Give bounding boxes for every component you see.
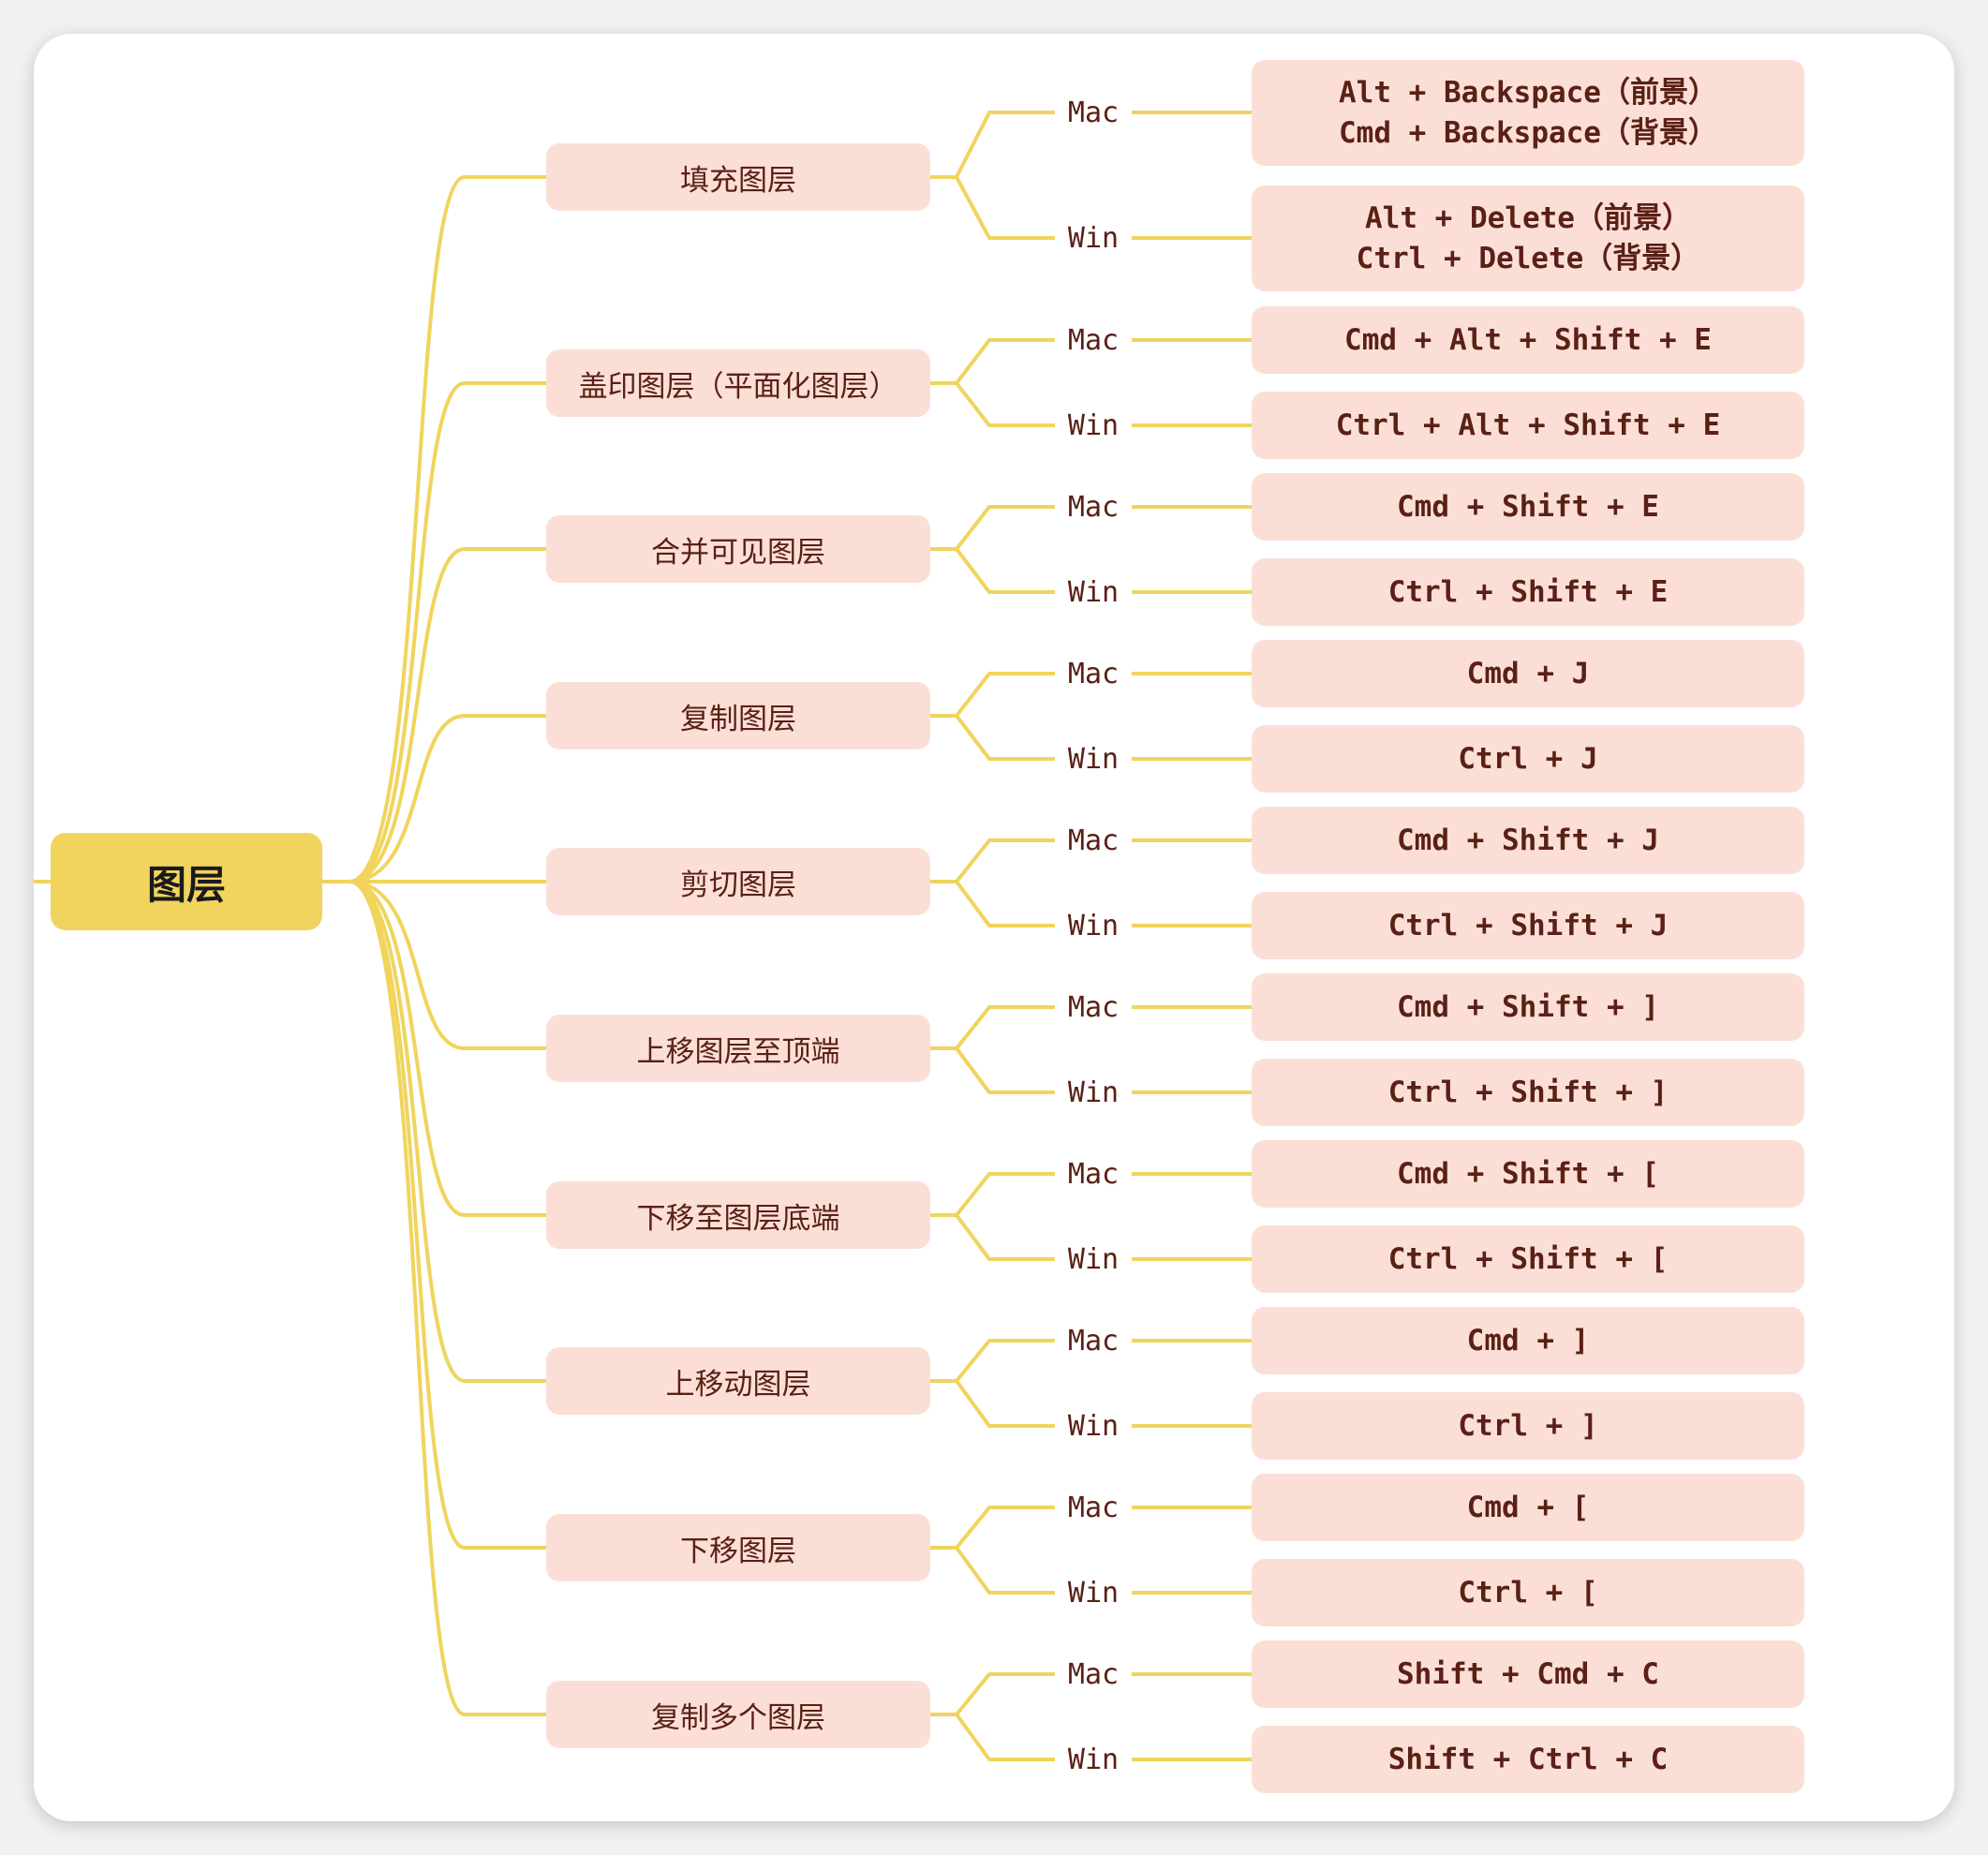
action-node-bring-to-front[interactable]: 上移图层至顶端	[546, 1015, 930, 1082]
action-node-merge-visible[interactable]: 合并可见图层	[546, 515, 930, 583]
os-label-mac: Mac	[1057, 1155, 1130, 1193]
shortcut-node-win[interactable]: Ctrl + Alt + Shift + E	[1252, 392, 1804, 459]
shortcut-node-win[interactable]: Ctrl + Shift + J	[1252, 892, 1804, 959]
shortcut-node-win[interactable]: Ctrl + Shift + E	[1252, 558, 1804, 626]
connector-line	[955, 1713, 1055, 1761]
connector-line	[349, 880, 546, 1716]
os-label-win: Win	[1057, 907, 1130, 944]
os-label-win: Win	[1057, 1407, 1130, 1445]
os-label-mac: Mac	[1057, 822, 1130, 859]
shortcut-node-mac[interactable]: Cmd + ]	[1252, 1307, 1804, 1374]
connector-line	[955, 111, 1055, 178]
connector-line	[955, 1339, 1055, 1383]
connector-line	[955, 505, 1055, 551]
connector-line	[349, 547, 546, 883]
shortcut-node-mac[interactable]: Alt + Backspace（前景） Cmd + Backspace（背景）	[1252, 60, 1804, 166]
shortcut-node-mac[interactable]: Cmd + Alt + Shift + E	[1252, 306, 1804, 374]
shortcut-node-mac[interactable]: Shift + Cmd + C	[1252, 1640, 1804, 1708]
connector-line	[955, 1172, 1055, 1217]
connector-line	[955, 1506, 1055, 1550]
connector-line	[349, 381, 546, 883]
action-node-cut-layer[interactable]: 剪切图层	[546, 848, 930, 915]
connector-line	[349, 880, 546, 1550]
os-label-win: Win	[1057, 573, 1130, 611]
action-node-bring-forward[interactable]: 上移动图层	[546, 1347, 930, 1415]
connector-line	[955, 1046, 1055, 1094]
action-node-duplicate-layer[interactable]: 复制图层	[546, 682, 930, 749]
os-label-mac: Mac	[1057, 1322, 1130, 1359]
connector-line	[349, 714, 546, 883]
os-label-win: Win	[1057, 1074, 1130, 1111]
connector-line	[955, 838, 1055, 883]
os-label-win: Win	[1057, 407, 1130, 444]
action-node-duplicate-multiple[interactable]: 复制多个图层	[546, 1681, 930, 1748]
connector-line	[955, 381, 1055, 427]
connector-line	[955, 176, 1055, 240]
os-label-win: Win	[1057, 740, 1130, 778]
shortcut-node-win[interactable]: Ctrl + Shift + [	[1252, 1225, 1804, 1293]
os-label-mac: Mac	[1057, 988, 1130, 1026]
shortcut-node-mac[interactable]: Cmd + Shift + ]	[1252, 973, 1804, 1041]
os-label-mac: Mac	[1057, 655, 1130, 692]
connector-line	[955, 880, 1055, 928]
connector-line	[955, 1213, 1055, 1261]
os-label-mac: Mac	[1057, 488, 1130, 526]
shortcut-node-mac[interactable]: Cmd + Shift + [	[1252, 1140, 1804, 1208]
connector-line	[955, 1546, 1055, 1595]
shortcut-node-win[interactable]: Ctrl + [	[1252, 1559, 1804, 1626]
action-node-send-to-back[interactable]: 下移至图层底端	[546, 1181, 930, 1249]
connector-line	[955, 714, 1055, 761]
connector-line	[955, 672, 1055, 718]
shortcut-node-mac[interactable]: Cmd + Shift + J	[1252, 807, 1804, 874]
os-label-mac: Mac	[1057, 1655, 1130, 1693]
shortcut-node-mac[interactable]: Cmd + [	[1252, 1474, 1804, 1541]
action-node-stamp-layers[interactable]: 盖印图层（平面化图层）	[546, 349, 930, 417]
connector-line	[955, 1672, 1055, 1716]
connector-line	[349, 880, 546, 1050]
action-node-fill-layer[interactable]: 填充图层	[546, 143, 930, 211]
action-node-send-backward[interactable]: 下移图层	[546, 1514, 930, 1581]
shortcut-node-win[interactable]: Ctrl + ]	[1252, 1392, 1804, 1460]
os-label-win: Win	[1057, 219, 1130, 257]
connector-line	[349, 880, 546, 1217]
shortcut-node-win[interactable]: Ctrl + J	[1252, 725, 1804, 793]
shortcut-node-win[interactable]: Ctrl + Shift + ]	[1252, 1059, 1804, 1126]
connector-line	[955, 1005, 1055, 1050]
connector-line	[349, 880, 546, 1383]
os-label-mac: Mac	[1057, 321, 1130, 359]
connector-line	[955, 338, 1055, 385]
shortcut-node-mac[interactable]: Cmd + J	[1252, 640, 1804, 707]
shortcut-node-win[interactable]: Alt + Delete（前景） Ctrl + Delete（背景）	[1252, 186, 1804, 291]
os-label-win: Win	[1057, 1240, 1130, 1278]
os-label-mac: Mac	[1057, 94, 1130, 131]
connector-line	[955, 547, 1055, 594]
os-label-mac: Mac	[1057, 1489, 1130, 1526]
connector-line	[349, 175, 546, 883]
os-label-win: Win	[1057, 1574, 1130, 1611]
shortcut-node-win[interactable]: Shift + Ctrl + C	[1252, 1726, 1804, 1793]
connector-line	[955, 1379, 1055, 1428]
shortcut-node-mac[interactable]: Cmd + Shift + E	[1252, 473, 1804, 541]
root-node[interactable]: 图层	[51, 833, 322, 930]
os-label-win: Win	[1057, 1741, 1130, 1778]
connector-lines	[34, 111, 1252, 1761]
mind-map-card: 图层 填充图层 Mac Win Alt + Backspace（前景） Cmd …	[34, 34, 1954, 1821]
